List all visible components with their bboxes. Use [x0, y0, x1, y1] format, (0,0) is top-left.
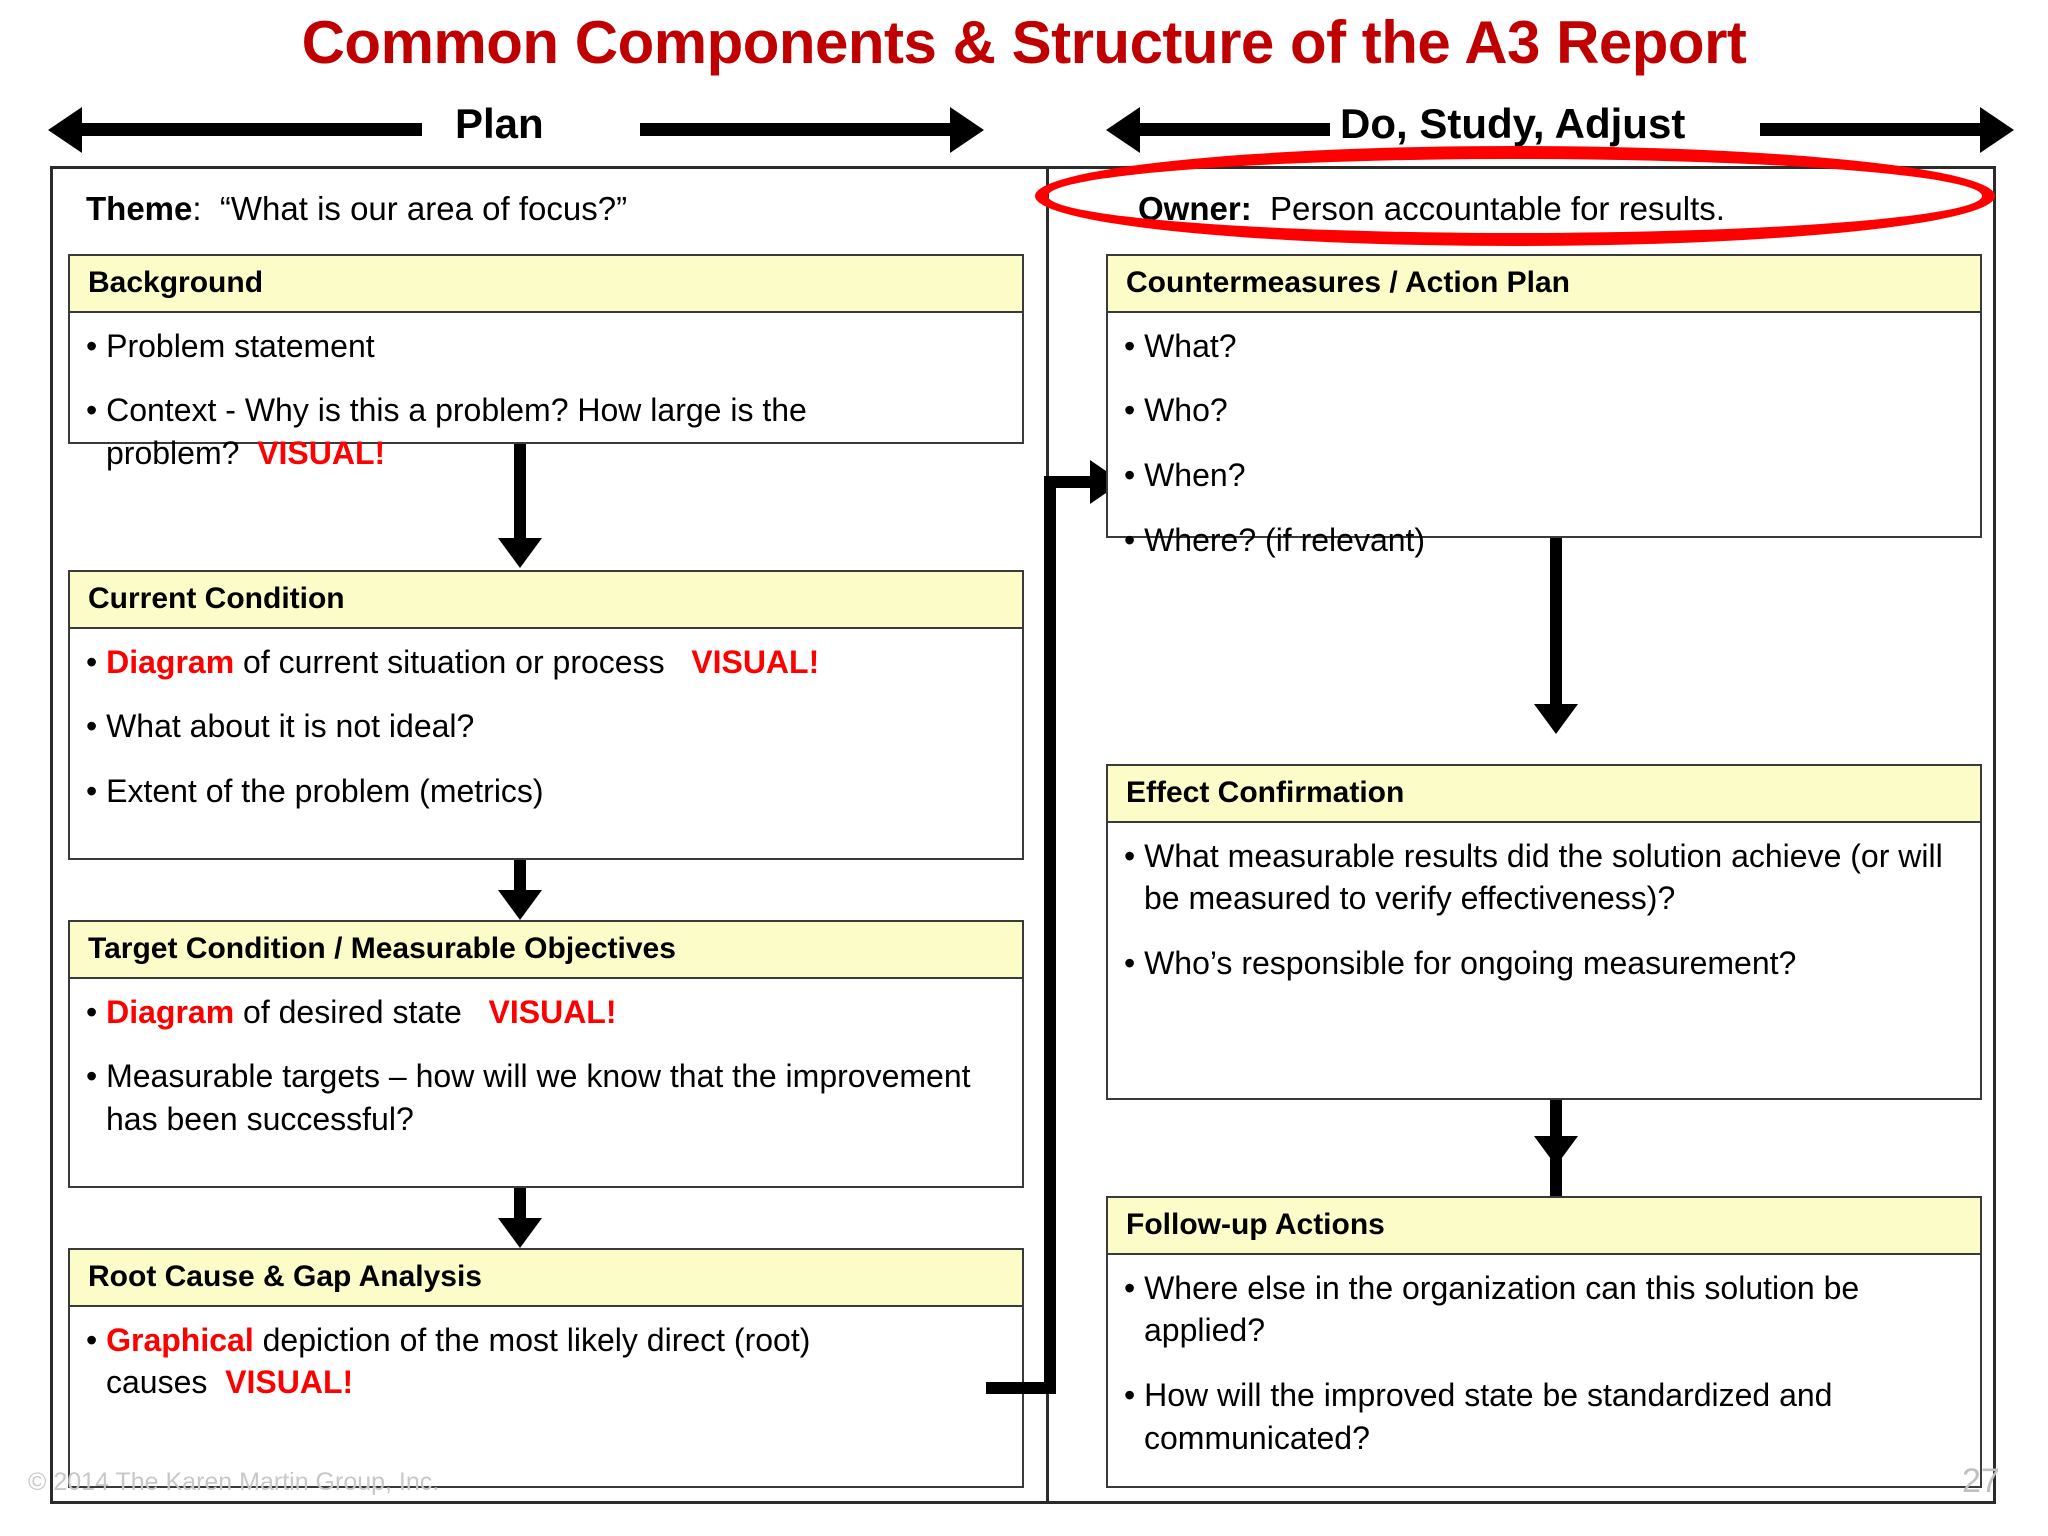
bullet-item: • Who’s responsible for ongoing measurem…: [1124, 942, 1964, 985]
bullet-item: • What measurable results did the soluti…: [1124, 835, 1964, 921]
bullet-item: • What?: [1124, 325, 1964, 368]
dsa-right-arrow-shaft: [1760, 123, 1980, 136]
page-number: 27: [1962, 1462, 2000, 1500]
section-heading: Background: [70, 256, 1022, 313]
page-title: Common Components & Structure of the A3 …: [301, 9, 1747, 76]
bullet-pre: • How will the improved state be standar…: [1124, 1377, 1833, 1457]
section-heading: Follow-up Actions: [1108, 1198, 1980, 1255]
bullet-post: of current situation or process: [234, 643, 665, 680]
bullet-pre: •: [86, 643, 107, 680]
theme-label: Theme: [86, 190, 193, 227]
connector-shaft-countermeasures-to-effect: [1550, 538, 1562, 704]
bullet-item: • Problem statement: [86, 325, 1006, 368]
bullet-pre: • Who?: [1124, 392, 1228, 429]
bullet-item: • Where else in the organization can thi…: [1124, 1267, 1964, 1353]
section-root-cause-gap-analysis: Root Cause & Gap Analysis • Graphical de…: [68, 1248, 1024, 1488]
connector-arrowhead-icon: [498, 1218, 542, 1248]
section-body: • What measurable results did the soluti…: [1108, 823, 1980, 992]
section-body: • Where else in the organization can thi…: [1108, 1255, 1980, 1467]
bullet-pre: • Context - Why is this a problem? How l…: [86, 392, 807, 472]
bullet-post: depiction of the most likely direct (roo…: [106, 1321, 811, 1401]
phase-label-do-study-adjust: Do, Study, Adjust: [1340, 100, 1686, 147]
visual-tag: VISUAL!: [257, 435, 386, 472]
section-body: • What? • Who? • When? • Where? (if rele…: [1108, 313, 1980, 569]
plan-right-arrowhead-icon: [950, 107, 984, 153]
dsa-left-arrow-shaft: [1140, 123, 1330, 136]
plan-left-arrow-shaft: [82, 123, 422, 136]
bullet-post: of desired state: [234, 993, 462, 1030]
section-current-condition: Current Condition • Diagram of current s…: [68, 570, 1024, 860]
bullet-pre: • Where? (if relevant): [1124, 522, 1426, 559]
connector-arrowhead-icon: [1534, 704, 1578, 734]
bullet-pre: • Where else in the organization can thi…: [1124, 1269, 1860, 1349]
bullet-highlight: Diagram: [106, 993, 235, 1030]
dsa-left-arrowhead-icon: [1106, 107, 1140, 153]
dsa-right-arrowhead-icon: [1980, 107, 2014, 153]
section-heading: Target Condition / Measurable Objectives: [70, 922, 1022, 979]
bullet-item: • How will the improved state be standar…: [1124, 1374, 1964, 1460]
theme-colon: :: [192, 190, 220, 227]
section-countermeasures-action-plan: Countermeasures / Action Plan • What? • …: [1106, 254, 1982, 558]
section-heading: Current Condition: [70, 572, 1022, 629]
bullet-pre: • What about it is not ideal?: [86, 708, 475, 745]
phase-label-plan: Plan: [455, 100, 544, 147]
connector-shaft-background-to-current: [514, 444, 526, 538]
visual-tag: VISUAL!: [691, 643, 820, 680]
bullet-item: • Diagram of desired state VISUAL!: [86, 991, 1006, 1034]
section-heading: Effect Confirmation: [1108, 766, 1980, 823]
bullet-pre: • What measurable results did the soluti…: [1124, 837, 1943, 917]
section-body: • Diagram of current situation or proces…: [70, 629, 1022, 820]
bullet-item: • Extent of the problem (metrics): [86, 770, 1006, 813]
bullet-item: • When?: [1124, 454, 1964, 497]
connector-shaft-target-to-rootcause: [514, 1188, 526, 1218]
bullet-pre: • Measurable targets – how will we know …: [86, 1058, 971, 1138]
bullet-pre: •: [86, 993, 107, 1030]
bullet-pre: • Problem statement: [86, 327, 375, 364]
elbow-connector-segment-horizontal-bottom: [986, 1382, 1056, 1394]
section-background: Background • Problem statement • Context…: [68, 254, 1024, 471]
connector-arrowhead-icon: [498, 538, 542, 568]
section-effect-confirmation: Effect Confirmation • What measurable re…: [1106, 764, 1982, 1100]
plan-right-arrow-shaft: [640, 123, 950, 136]
copyright-notice: © 2014 The Karen Martin Group, Inc.: [28, 1468, 440, 1496]
section-heading: Countermeasures / Action Plan: [1108, 256, 1980, 313]
bullet-highlight: Graphical: [106, 1321, 254, 1358]
bullet-item: • Diagram of current situation or proces…: [86, 641, 1006, 684]
bullet-item: • What about it is not ideal?: [86, 705, 1006, 748]
visual-tag: VISUAL!: [488, 993, 617, 1030]
bullet-highlight: Diagram: [106, 643, 235, 680]
connector-arrowhead-icon: [498, 890, 542, 920]
section-heading: Root Cause & Gap Analysis: [70, 1250, 1022, 1307]
bullet-item: • Context - Why is this a problem? How l…: [86, 389, 1006, 475]
elbow-connector-segment-horizontal-top: [1044, 476, 1092, 488]
bullet-item: • Graphical depiction of the most likely…: [86, 1319, 1006, 1405]
section-body: • Graphical depiction of the most likely…: [70, 1307, 1022, 1411]
connector-arrowhead-icon: [1534, 1136, 1578, 1166]
section-follow-up-actions: Follow-up Actions • Where else in the or…: [1106, 1196, 1982, 1488]
plan-left-arrowhead-icon: [48, 107, 82, 153]
red-ellipse-highlight-annotation: [1035, 146, 1995, 246]
bullet-pre: • When?: [1124, 457, 1246, 494]
section-body: • Diagram of desired state VISUAL! • Mea…: [70, 979, 1022, 1148]
bullet-item: • Who?: [1124, 389, 1964, 432]
connector-shaft-current-to-target: [514, 860, 526, 890]
bullet-pre: •: [86, 1321, 107, 1358]
visual-tag: VISUAL!: [225, 1364, 354, 1401]
bullet-item: • Where? (if relevant): [1124, 519, 1964, 562]
section-target-condition: Target Condition / Measurable Objectives…: [68, 920, 1024, 1188]
section-body: • Problem statement • Context - Why is t…: [70, 313, 1022, 482]
bullet-item: • Measurable targets – how will we know …: [86, 1055, 1006, 1141]
bullet-pre: • Extent of the problem (metrics): [86, 773, 544, 810]
bullet-pre: • Who’s responsible for ongoing measurem…: [1124, 945, 1797, 982]
bullet-pre: • What?: [1124, 327, 1237, 364]
theme-field: Theme: “What is our area of focus?”: [86, 190, 627, 228]
elbow-connector-segment-vertical: [1044, 482, 1056, 1394]
theme-value: “What is our area of focus?”: [219, 190, 628, 227]
